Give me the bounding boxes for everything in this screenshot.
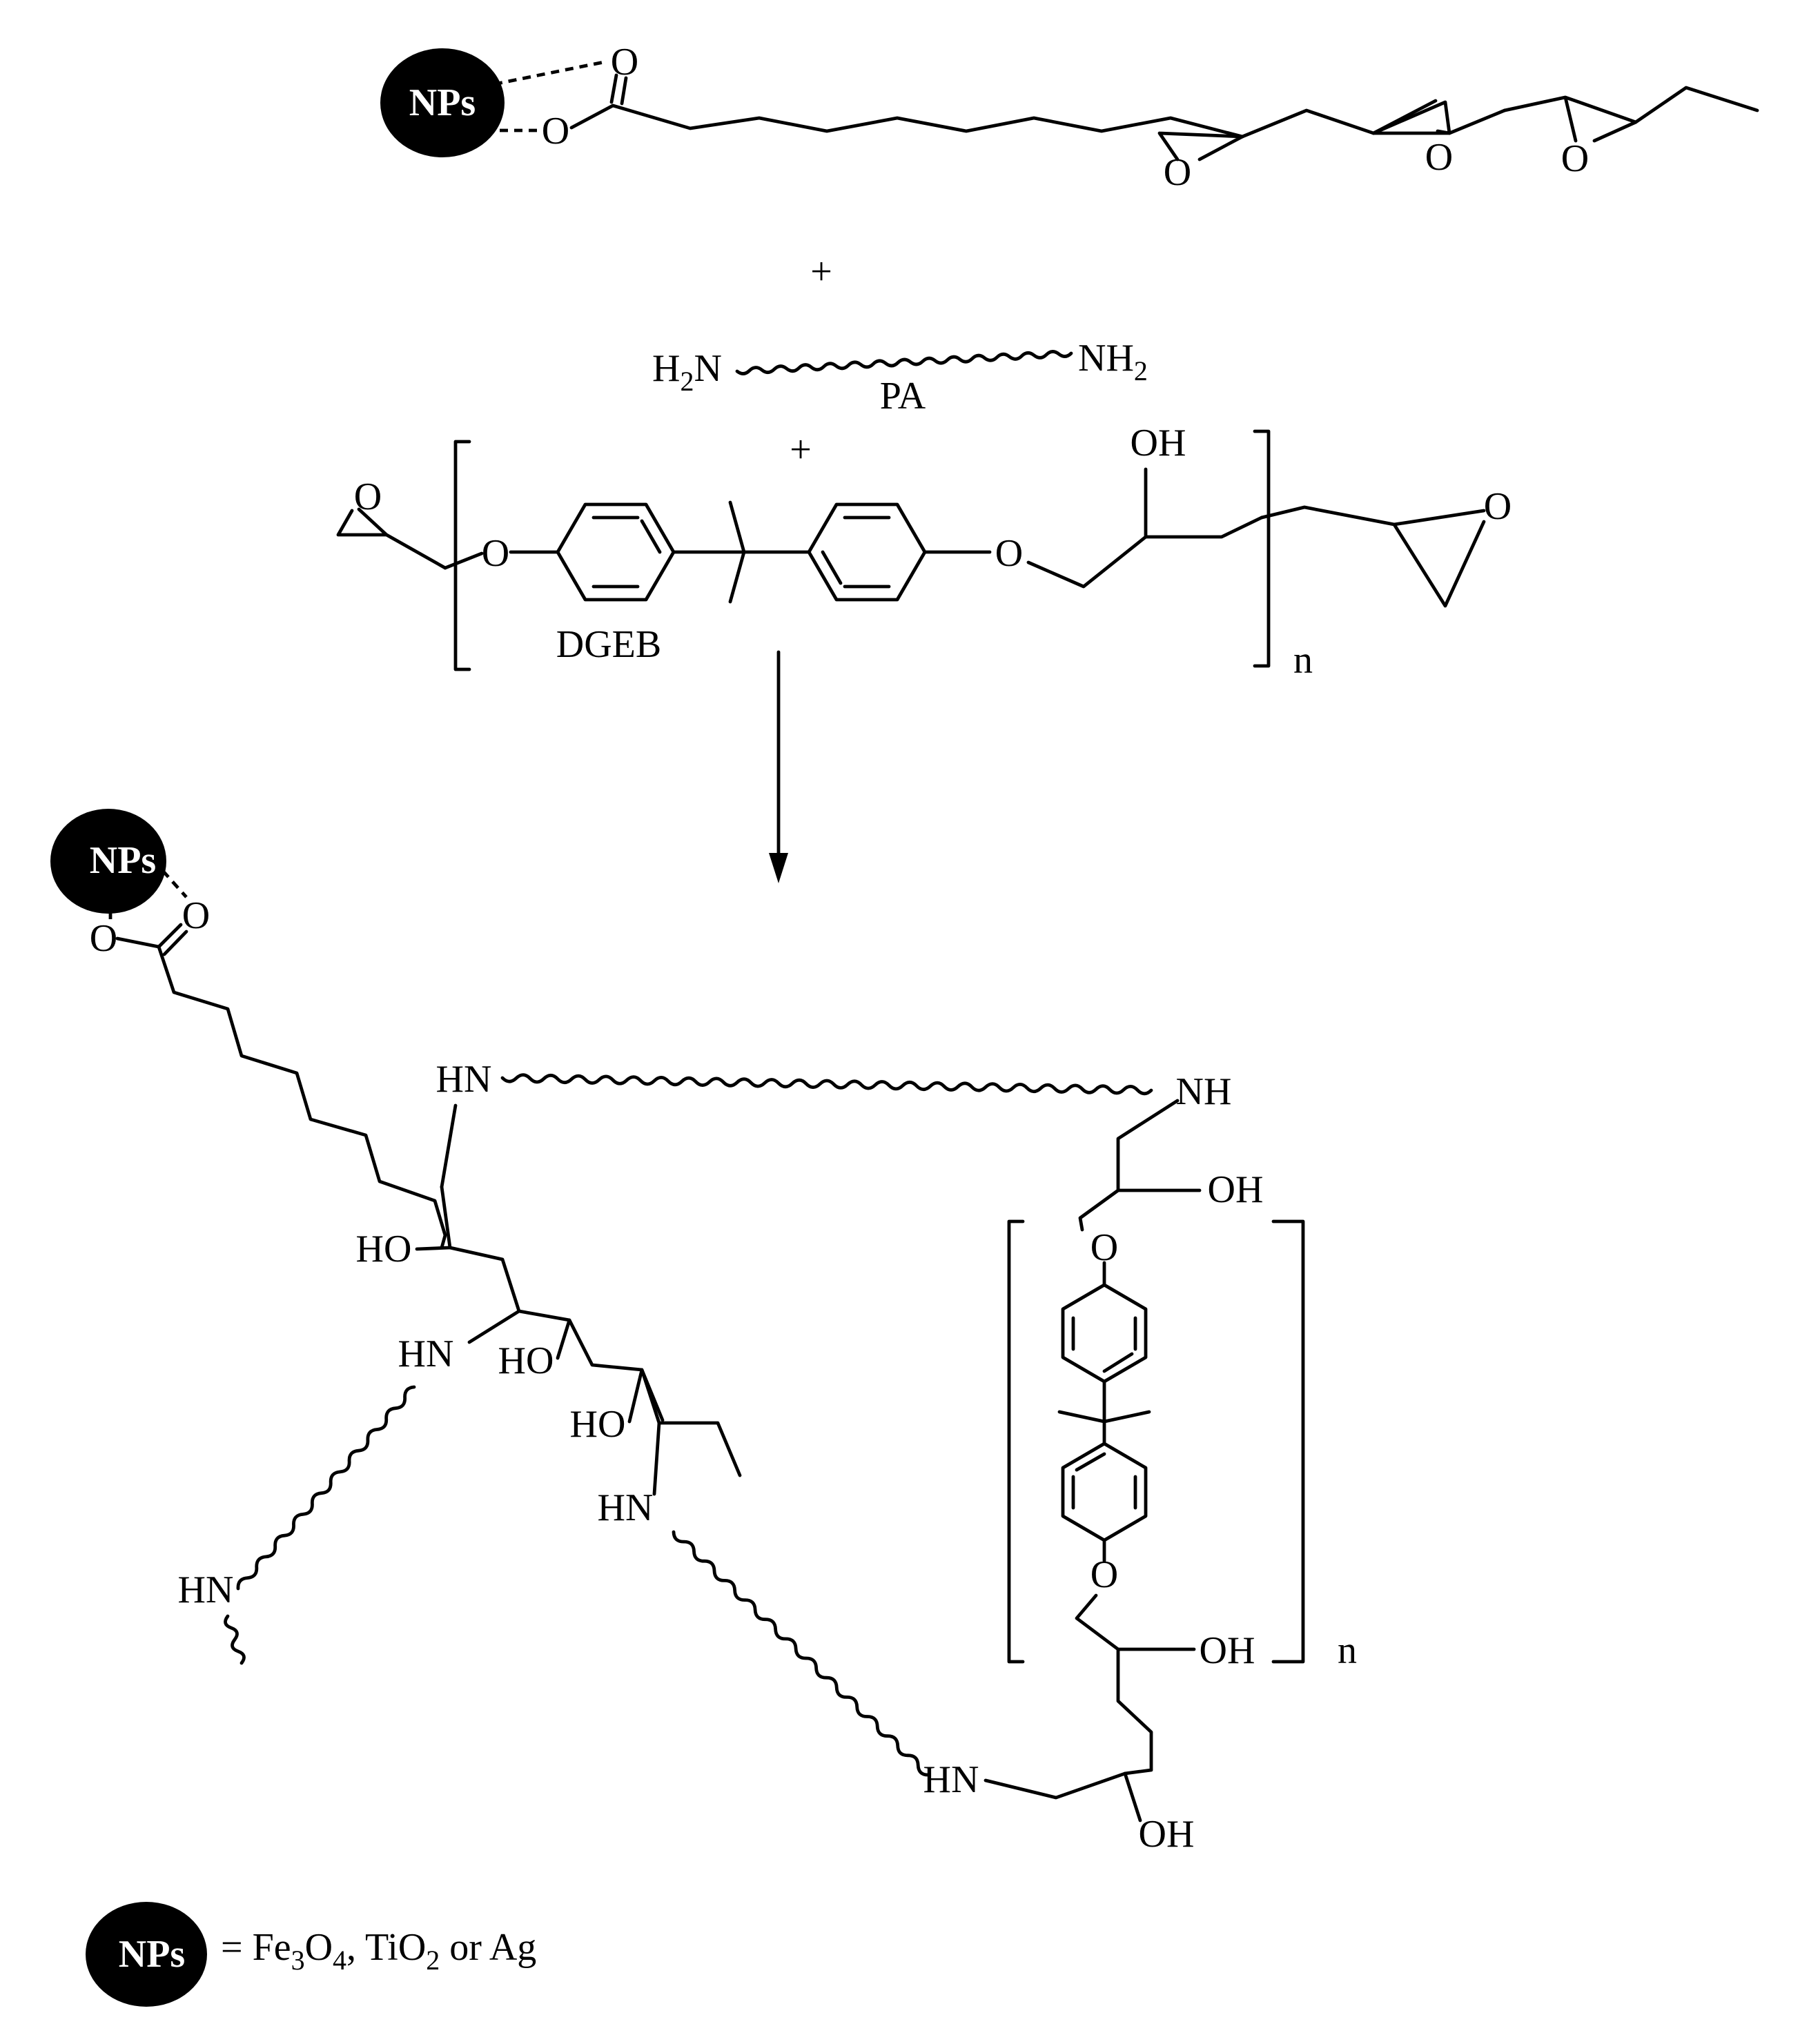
legend-text: = Fe3O4, TiO2 or Ag — [221, 1926, 536, 1976]
dgeb-left-epoxide-oxygen: O — [354, 475, 382, 518]
epoxide-ring-3 — [1503, 95, 1638, 143]
nanoparticle-top — [380, 48, 505, 157]
product-hn-1: HN — [436, 1058, 492, 1101]
product-ho-2: HO — [498, 1339, 554, 1382]
amine-left: H2N — [652, 347, 722, 397]
product-right-chain-bottom — [1075, 1593, 1153, 1776]
product-wavy-3 — [224, 1614, 246, 1665]
product-oh-right-1: OH — [1208, 1168, 1264, 1211]
dashed-bond-upper — [493, 60, 605, 86]
fatty-chain-tail — [1634, 86, 1759, 124]
product-hn-5: HN — [923, 1758, 979, 1801]
bracket-left-product — [1007, 1219, 1025, 1664]
product-dashed-upper — [162, 869, 188, 898]
repeat-n-top: n — [1293, 639, 1313, 682]
dgeb-label: DGEB — [556, 623, 661, 666]
reactant-np-epoxy-chain: NPs O O O O O — [380, 41, 1759, 194]
product-backbone-1 — [440, 1185, 661, 1425]
dgeb-o-link-1 — [443, 550, 560, 570]
product-bottom-chain — [984, 1771, 1142, 1822]
product-hn-2: HN — [398, 1333, 454, 1375]
product-oh-right-2: OH — [1200, 1629, 1255, 1672]
product-wavy-4 — [672, 1530, 930, 1777]
product-ether-oxygen-2: O — [1090, 1553, 1118, 1596]
dgeb-ether-oxygen-1: O — [482, 532, 509, 575]
product-hn-bond-1 — [440, 1103, 458, 1189]
product-wavy-2 — [236, 1385, 416, 1591]
product-quaternary-carbon — [1057, 1379, 1151, 1446]
nps-label-legend: NPs — [119, 1933, 185, 1976]
bracket-left-top — [453, 440, 471, 671]
reaction-arrow — [769, 650, 788, 883]
product-fatty-chain — [157, 945, 447, 1250]
product-nh-right: NH — [1176, 1070, 1232, 1113]
dgeb-left-epoxide — [336, 507, 447, 570]
fatty-chain-top — [611, 104, 1244, 139]
dgeb-right-epoxide-oxygen: O — [1484, 485, 1512, 528]
epoxide-oxygen-1: O — [1164, 151, 1191, 194]
product-wavy-1 — [500, 1073, 1153, 1096]
plus-sign-2: + — [790, 429, 812, 471]
carbonyl-double-bond — [609, 73, 628, 106]
fatty-chain-mid — [1240, 108, 1376, 139]
product-oh-bottom: OH — [1139, 1813, 1195, 1856]
product-ester-bonds — [115, 923, 188, 956]
arrow-head — [769, 853, 788, 883]
dgeb-right-epoxide — [1392, 509, 1486, 608]
pa-wavy-chain — [735, 350, 1073, 375]
nanoparticle-product — [50, 809, 166, 914]
product-network: NPs O O HN NH HO HN HN HO HO HN HN OH — [50, 809, 1357, 1856]
dgeb-quaternary-carbon — [672, 500, 811, 604]
nanoparticle-legend — [86, 1902, 207, 2007]
pa-label: PA — [880, 375, 926, 417]
product-ho-bond-3 — [627, 1368, 665, 1424]
dgeb-right-tail — [1260, 505, 1396, 527]
legend: NPs = Fe3O4, TiO2 or Ag — [86, 1902, 536, 2007]
nps-label-top: NPs — [409, 81, 476, 124]
repeat-n-bottom: n — [1338, 1629, 1357, 1672]
nps-label-product: NPs — [90, 839, 156, 882]
epoxide-ring-2b — [1371, 100, 1451, 135]
amine-right: NH2 — [1078, 337, 1148, 386]
dgeb-ether-oxygen-2: O — [995, 532, 1023, 575]
product-benzene-ring-1 — [1061, 1283, 1148, 1384]
dgeb-benzene-ring-2 — [807, 502, 927, 602]
ester-oxygen-top: O — [542, 110, 569, 153]
bracket-right — [1253, 429, 1271, 668]
product-hn-bond-4 — [652, 1421, 661, 1496]
product-benzene-ring-2 — [1061, 1442, 1148, 1542]
product-ho-1: HO — [356, 1228, 412, 1270]
epoxide-ring-1 — [1157, 131, 1244, 161]
product-hn-bond-2 — [467, 1309, 521, 1344]
product-hn-3: HN — [178, 1569, 234, 1611]
epoxide-oxygen-3: O — [1561, 137, 1589, 180]
dgeb-o-link-2 — [923, 515, 1264, 589]
dgeb-benzene-ring-1 — [556, 502, 676, 602]
bracket-right-product — [1271, 1219, 1305, 1664]
reactant-pa-diamine: H2N NH2 PA — [652, 337, 1148, 417]
product-right-chain-top — [1078, 1099, 1180, 1232]
product-ho-bond-1 — [415, 1246, 452, 1251]
product-ethyl — [657, 1421, 742, 1477]
epoxide-oxygen-2: O — [1425, 136, 1453, 179]
product-ho-bond-2 — [556, 1318, 571, 1360]
product-hn-4: HN — [598, 1486, 654, 1529]
plus-sign-1: + — [810, 250, 832, 293]
reactant-dgeb-resin: O O O OH n O DGEB — [336, 422, 1512, 682]
product-ho-3: HO — [570, 1403, 626, 1446]
product-ester-oxygen: O — [90, 917, 117, 960]
ester-bond — [569, 104, 615, 130]
dgeb-hydroxyl: OH — [1131, 422, 1186, 464]
